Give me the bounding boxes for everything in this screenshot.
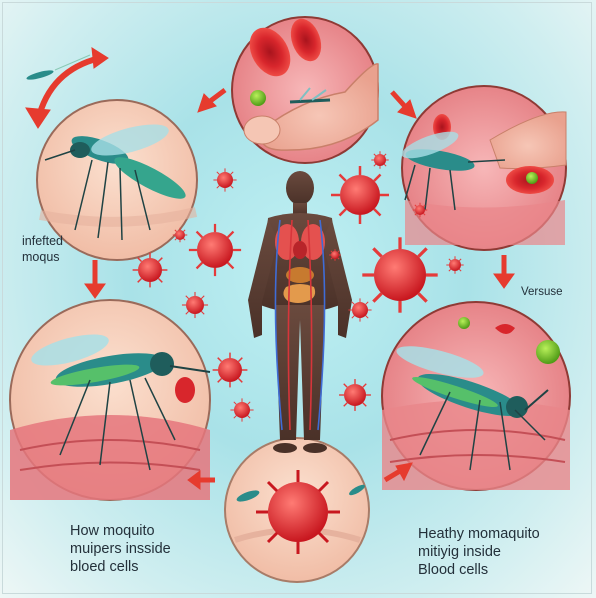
human-body-icon bbox=[248, 171, 352, 453]
bottom-right-scene bbox=[382, 302, 570, 490]
virus-icon bbox=[213, 168, 236, 191]
virus-icon bbox=[182, 292, 208, 318]
bottom-center-scene bbox=[225, 438, 369, 582]
virus-icon bbox=[133, 253, 168, 288]
virus-icon bbox=[189, 224, 241, 276]
top-right-scene bbox=[399, 86, 566, 250]
virus-icon bbox=[173, 228, 188, 243]
virus-icon bbox=[331, 166, 389, 224]
virus-icon bbox=[371, 151, 388, 168]
top-center-scene bbox=[232, 15, 378, 163]
virus-icon bbox=[446, 256, 463, 273]
virus-icon bbox=[329, 249, 341, 261]
virus-icon bbox=[230, 398, 253, 421]
virus-icon bbox=[362, 237, 437, 312]
caption-bottom-left: How moquito muipers insside bloed cells bbox=[70, 522, 245, 576]
virus-icon bbox=[213, 353, 248, 388]
virus-icon bbox=[348, 298, 371, 321]
virus-icon bbox=[413, 203, 428, 218]
bottom-left-scene bbox=[10, 300, 210, 500]
caption-bottom-right: Heathy momaquito mitiyig inside Blood ce… bbox=[418, 525, 593, 579]
label-versus: Versuse bbox=[521, 286, 563, 298]
virus-icon bbox=[339, 379, 371, 411]
label-infected-mosquito: infefted moqus bbox=[22, 233, 102, 265]
